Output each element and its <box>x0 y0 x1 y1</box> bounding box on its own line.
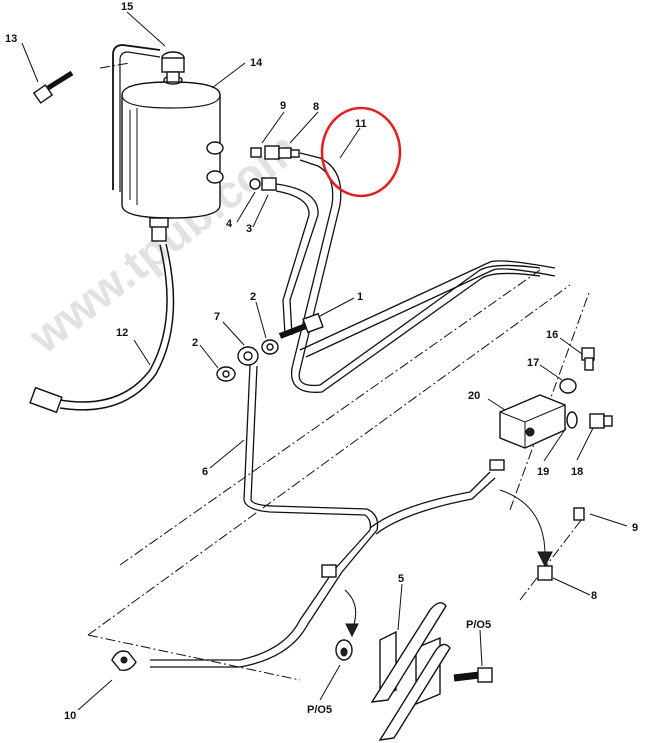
callout-4: 4 <box>226 218 233 230</box>
callout-po5-nut: P/O5 <box>307 704 332 716</box>
callout-9-top: 9 <box>280 100 286 112</box>
callout-18: 18 <box>571 466 583 478</box>
reservoir-tank <box>112 44 224 242</box>
hose-12 <box>29 243 175 414</box>
tube-right <box>299 260 556 358</box>
callout-6: 6 <box>202 466 208 478</box>
filler-cap <box>161 51 185 85</box>
callout-13: 13 <box>5 33 17 45</box>
callout-2-lower: 2 <box>192 337 198 349</box>
callout-14: 14 <box>250 57 263 69</box>
nut-po5 <box>335 639 353 661</box>
leader-lines <box>21 11 628 711</box>
junction-block-20 <box>489 347 613 471</box>
bracket-5 <box>370 602 451 741</box>
callout-11: 11 <box>355 118 367 130</box>
callout-10: 10 <box>64 710 76 722</box>
callout-po5-bolt: P/O5 <box>466 619 491 631</box>
callout-labels: 15 13 14 9 8 11 4 3 12 1 2 7 2 6 16 17 2… <box>5 1 638 722</box>
highlight-circle <box>320 106 402 198</box>
bolt-po5 <box>453 667 493 683</box>
callout-3: 3 <box>246 223 252 235</box>
callout-8-bottom: 8 <box>591 590 597 602</box>
callout-8-top: 8 <box>313 101 319 113</box>
callout-5: 5 <box>398 573 404 585</box>
callout-16: 16 <box>546 329 558 341</box>
tube-11 <box>290 152 541 393</box>
lower-right-fittings <box>499 489 585 581</box>
clamp-10 <box>111 650 137 672</box>
callout-15: 15 <box>121 1 133 13</box>
callout-1: 1 <box>357 291 363 303</box>
callout-20: 20 <box>468 390 480 402</box>
callout-2-upper: 2 <box>250 291 256 303</box>
mounting-bolt <box>32 70 74 104</box>
callout-12: 12 <box>116 327 128 339</box>
callout-17: 17 <box>527 357 539 369</box>
center-hardware <box>216 312 324 382</box>
tube-clamp <box>321 564 359 638</box>
tube-upper <box>275 183 319 336</box>
callout-7: 7 <box>214 311 220 323</box>
callout-19: 19 <box>537 466 549 478</box>
tube-6 <box>150 364 496 668</box>
tank-fittings <box>249 145 300 191</box>
callout-9-bottom: 9 <box>632 522 638 534</box>
